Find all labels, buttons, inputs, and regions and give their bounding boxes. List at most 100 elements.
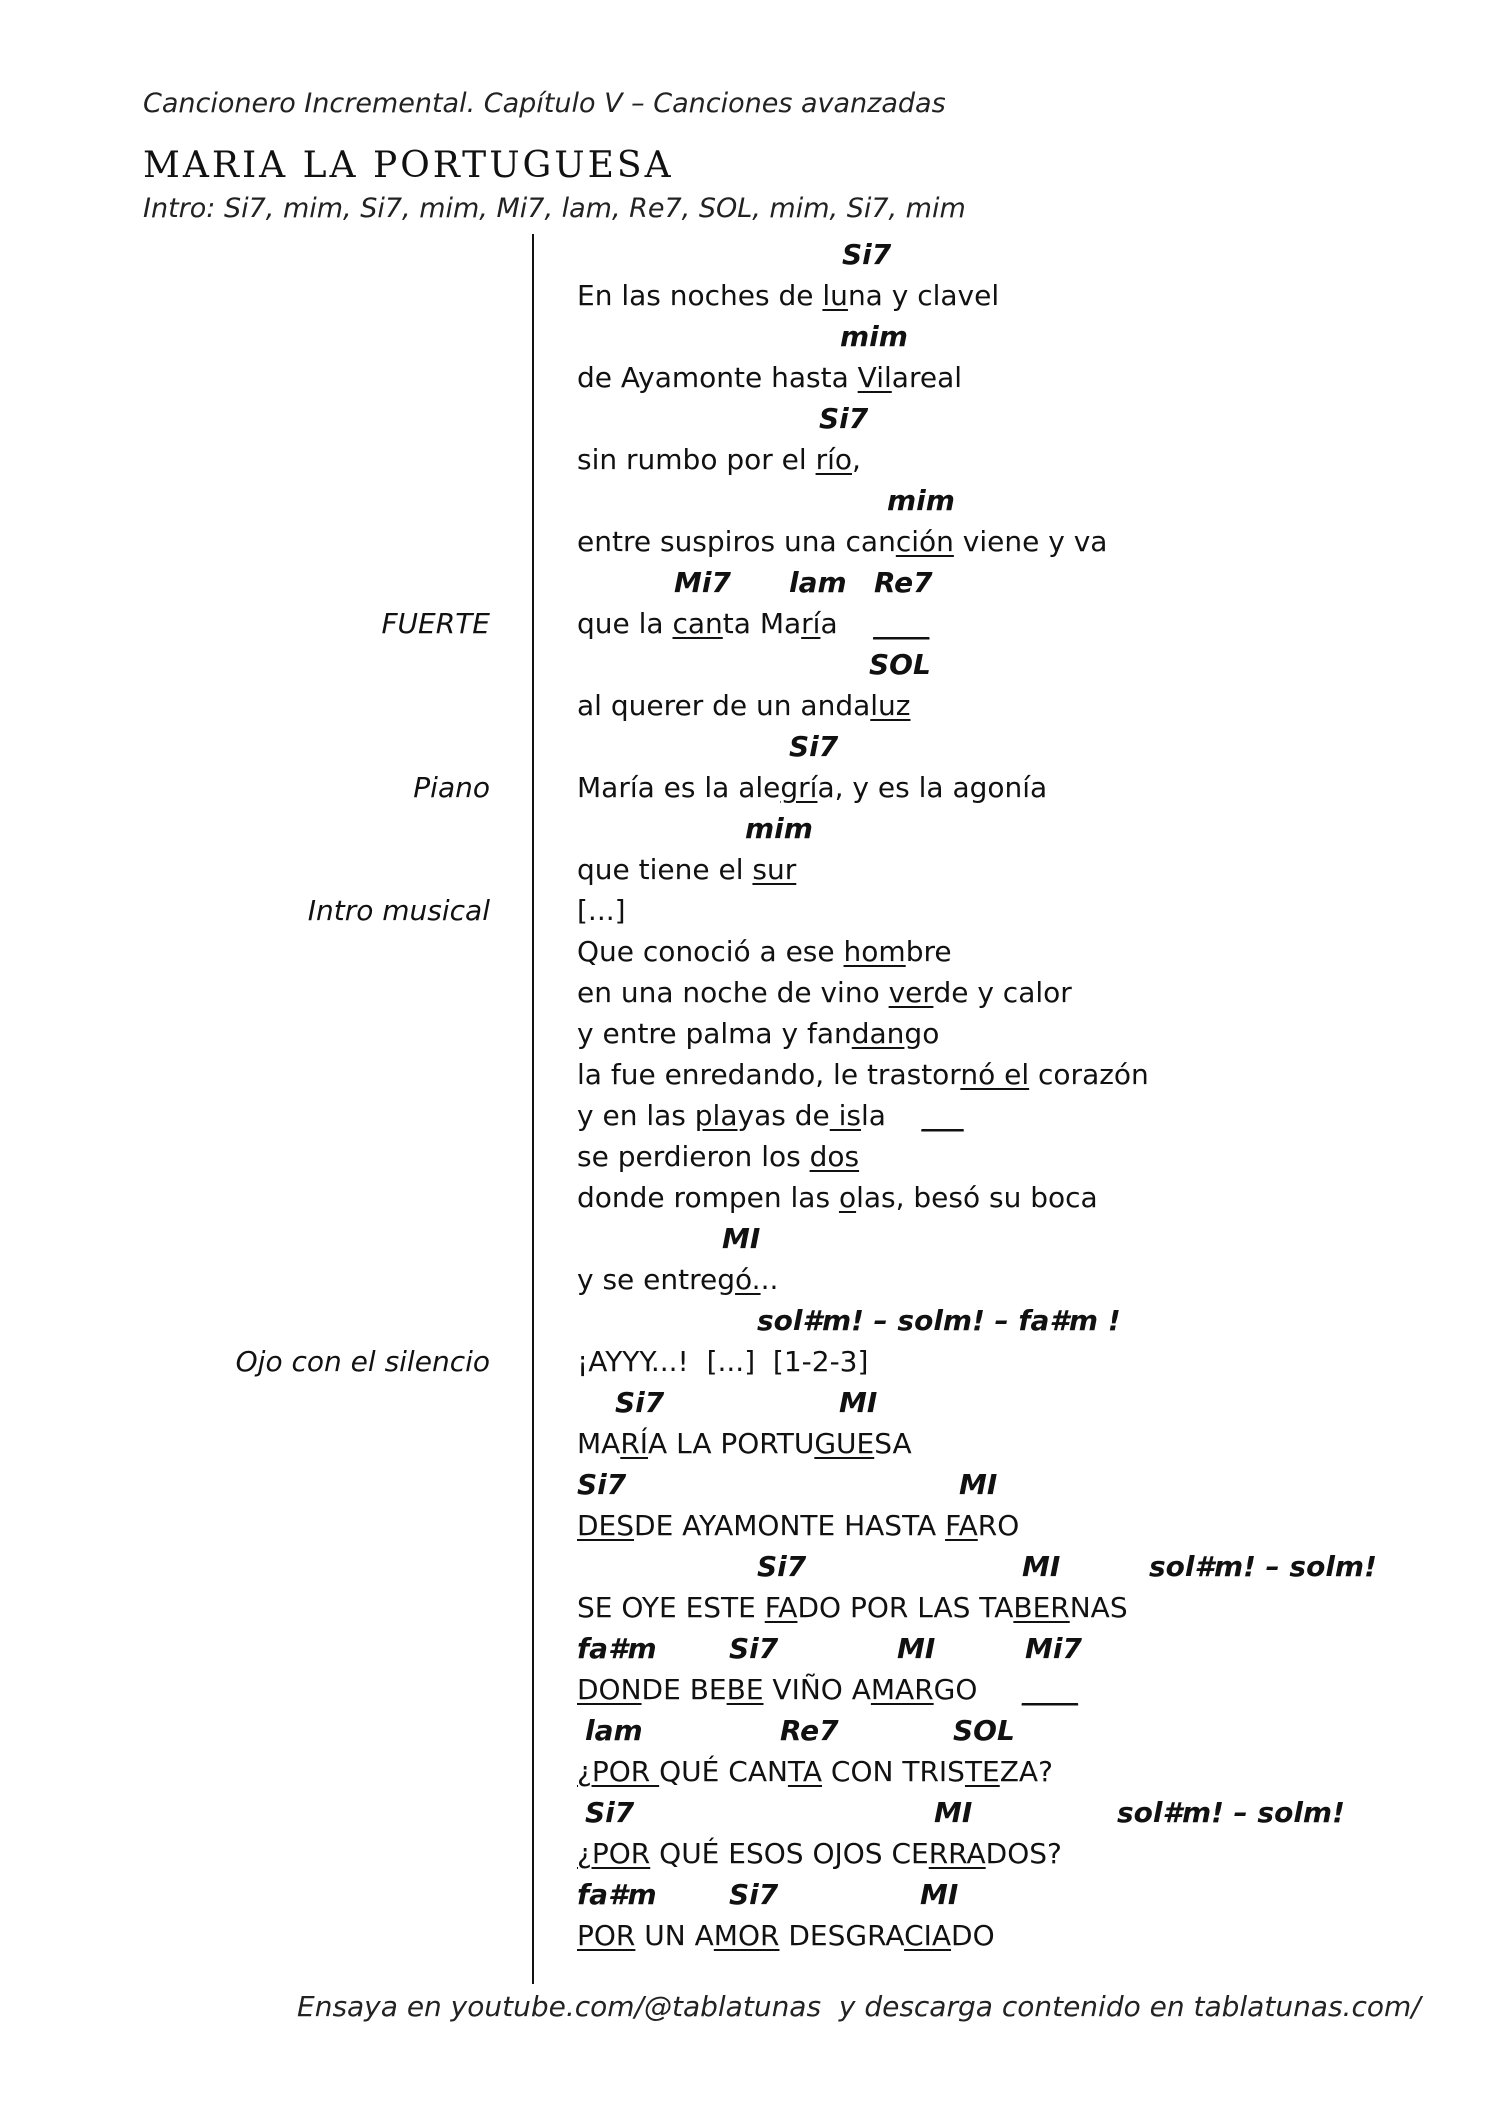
stressed-syllable: ver — [888, 976, 934, 1009]
chord-line: mim — [577, 480, 1477, 521]
stressed-syllable: río — [815, 443, 852, 476]
chord-line: Si7 — [577, 234, 1477, 275]
lyric-text: ZA? — [999, 1755, 1053, 1788]
lyric-text: , — [852, 443, 861, 476]
stressed-syllable: ____ — [1021, 1673, 1078, 1706]
column-divider — [532, 234, 534, 1984]
lyric-text: de y calor — [933, 976, 1072, 1009]
stressed-syllable: DON — [577, 1673, 642, 1706]
chord-symbol: Mi7 — [1025, 1632, 1082, 1665]
chord-line: Si7 — [577, 726, 1477, 767]
lyric-line: MARÍA LA PORTUGUESA — [577, 1423, 1477, 1464]
chord-line: Si7 MI sol#m! – solm! — [577, 1792, 1477, 1833]
chord-symbol: sol#m! – solm! — [1117, 1796, 1345, 1829]
chord-symbol: Si7 — [757, 1550, 807, 1583]
lyric-text: CON TRIS — [822, 1755, 965, 1788]
lyric-text: ¡AYYY...! [...] [1-2-3] — [577, 1345, 869, 1378]
stressed-syllable: TE — [964, 1755, 1000, 1788]
chord-line: Si7 — [577, 398, 1477, 439]
performance-note: FUERTE — [381, 607, 490, 640]
chord-symbol: Si7 — [615, 1386, 665, 1419]
lyric-line: ¡AYYY...! [...] [1-2-3] — [577, 1341, 1477, 1382]
chord-line: Si7 MI — [577, 1464, 1477, 1505]
chord-symbol: MI — [920, 1878, 959, 1911]
stressed-syllable: FA — [764, 1591, 798, 1624]
lyric-text: RO — [977, 1509, 1020, 1542]
lyric-line: la fue enredando, le trastornó el corazó… — [577, 1054, 1477, 1095]
lyric-text: María es la ale — [577, 771, 781, 804]
lyric-text: NAS — [1069, 1591, 1128, 1624]
chord-symbol: sol#m! – solm! — [1149, 1550, 1377, 1583]
lyric-line: sin rumbo por el río, — [577, 439, 1477, 480]
stressed-syllable: is — [829, 1099, 861, 1132]
lyric-text: [...] — [577, 894, 626, 927]
lyric-text: VIÑO A — [763, 1673, 871, 1706]
lyric-text: de Ayamonte hasta — [577, 361, 858, 394]
lyric-line: En las noches de luna y clavel — [577, 275, 1477, 316]
chord-symbol: fa#m — [577, 1878, 657, 1911]
lyric-line: al querer de un andaluz — [577, 685, 1477, 726]
chord-symbol: MI — [722, 1222, 761, 1255]
lyric-text: DO — [951, 1919, 995, 1952]
lyric-line: DESDE AYAMONTE HASTA FARO — [577, 1505, 1477, 1546]
lyric-text: SA — [874, 1427, 912, 1460]
lyric-text: En las noches de — [577, 279, 823, 312]
stressed-syllable: ¿POR — [577, 1837, 651, 1870]
lyric-text: corazón — [1029, 1058, 1149, 1091]
stressed-syllable: rí — [801, 607, 821, 640]
lyric-line: [...] — [577, 890, 1477, 931]
stressed-syllable: MAR — [870, 1673, 934, 1706]
lyric-text: bre — [905, 935, 952, 968]
chord-symbol: Mi7 — [674, 566, 731, 599]
lyric-line: y entre palma y fandango — [577, 1013, 1477, 1054]
lyric-text: go — [904, 1017, 940, 1050]
lyric-text: al querer de un anda — [577, 689, 871, 722]
lyric-text: y en las — [577, 1099, 695, 1132]
chord-symbol: Re7 — [780, 1714, 839, 1747]
chord-symbol: Re7 — [874, 566, 933, 599]
lyric-text: yas de — [737, 1099, 830, 1132]
lyric-text: la — [861, 1099, 922, 1132]
stressed-syllable: hom — [843, 935, 906, 968]
lyric-line: María es la alegría, y es la agonía — [577, 767, 1477, 808]
stressed-syllable: MOR — [713, 1919, 780, 1952]
chord-symbol: mim — [840, 320, 908, 353]
lyric-line: se perdieron los dos — [577, 1136, 1477, 1177]
chord-line: sol#m! – solm! – fa#m ! — [577, 1300, 1477, 1341]
stressed-syllable: ción — [895, 525, 954, 558]
lyric-text: la fue enredando, le trastor — [577, 1058, 961, 1091]
lyric-text: DE AYAMONTE HASTA — [634, 1509, 946, 1542]
stressed-syllable: pla — [694, 1099, 738, 1132]
chord-symbol: Si7 — [577, 1468, 627, 1501]
stressed-syllable: ____ — [873, 607, 930, 640]
chord-line: MI — [577, 1218, 1477, 1259]
lyric-text: ta Ma — [722, 607, 802, 640]
stressed-syllable: BER — [1013, 1591, 1070, 1624]
stressed-syllable: dos — [809, 1140, 860, 1173]
stressed-syllable: sur — [752, 853, 797, 886]
chord-line: SOL — [577, 644, 1477, 685]
stressed-syllable: RRA — [928, 1837, 986, 1870]
performance-note: Ojo con el silencio — [235, 1345, 490, 1378]
lyric-line: en una noche de vino verde y calor — [577, 972, 1477, 1013]
chord-symbol: mim — [745, 812, 813, 845]
chord-symbol: mim — [887, 484, 955, 517]
chord-symbol: Si7 — [585, 1796, 635, 1829]
lyric-text: y se entreg — [577, 1263, 736, 1296]
stressed-syllable: RÍ — [620, 1427, 649, 1460]
chord-symbol: SOL — [953, 1714, 1015, 1747]
lyric-line: donde rompen las olas, besó su boca — [577, 1177, 1477, 1218]
songbook-header: Cancionero Incremental. Capítulo V – Can… — [143, 88, 946, 119]
performance-note: Intro musical — [307, 894, 490, 927]
chord-symbol: Si7 — [729, 1878, 779, 1911]
chord-symbol: MI — [934, 1796, 973, 1829]
intro-chords: Intro: Si7, mim, Si7, mim, Mi7, lam, Re7… — [143, 193, 966, 224]
lyric-text: se perdieron los — [577, 1140, 810, 1173]
stressed-syllable: GUE — [814, 1427, 875, 1460]
lyric-text: entre suspiros una can — [577, 525, 896, 558]
stressed-syllable: BE — [726, 1673, 764, 1706]
chord-symbol: MI — [959, 1468, 998, 1501]
lyric-text: DOS? — [985, 1837, 1062, 1870]
